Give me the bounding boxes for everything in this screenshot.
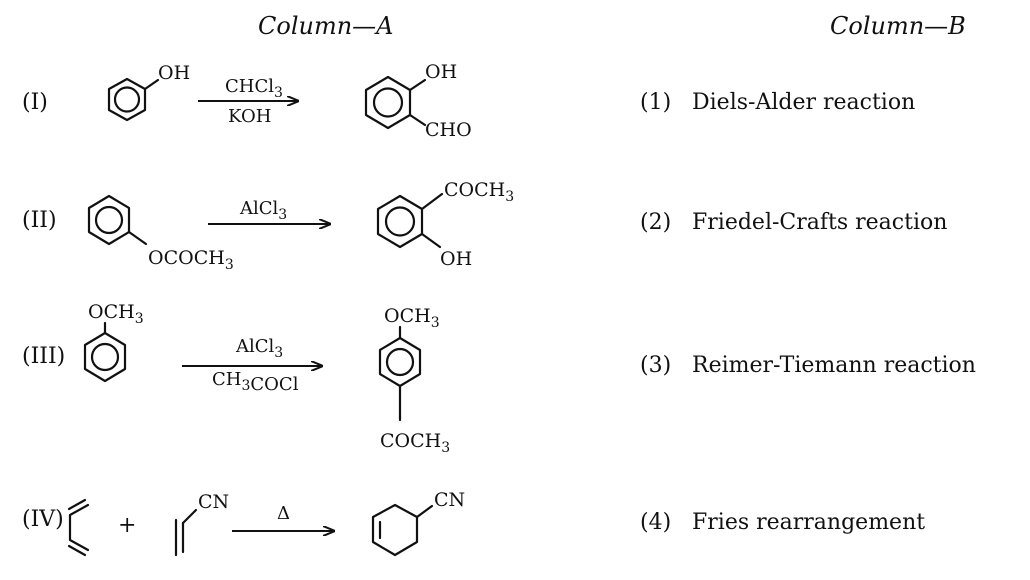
plus-sign: +: [118, 513, 136, 538]
substituent-cn: CN: [198, 491, 229, 513]
methoxyacetophenone-structure: OCH3 COCH3: [378, 305, 450, 456]
substituent-ococh3: OCOCH3: [148, 247, 234, 273]
item-number: (4): [640, 510, 671, 535]
cyclohexene-carbonitrile-structure: CN: [371, 489, 465, 557]
reaction-row-4: (IV) + CN Δ CN: [22, 489, 465, 557]
row-label: (IV): [22, 507, 64, 532]
substituent-oh: OH: [158, 62, 190, 84]
substituent-och3: OCH3: [88, 301, 144, 327]
reagent-top: AlCl3: [235, 336, 283, 361]
substituent-coch3: COCH3: [380, 430, 450, 456]
salicylaldehyde-structure: OH CHO: [364, 61, 472, 141]
item-text: Fries rearrangement: [692, 510, 925, 535]
substituent-cn: CN: [434, 489, 465, 511]
column-b-list: (1) Diels-Alder reaction (2) Friedel-Cra…: [640, 90, 976, 535]
reaction-row-2: (II) OCOCH3 AlCl3 COCH3 OH: [22, 179, 514, 273]
item-number: (3): [640, 353, 671, 378]
reaction-row-3: (III) OCH3 AlCl3 CH3COCl OCH3 COCH3: [22, 301, 450, 456]
item-number: (1): [640, 90, 671, 115]
column-b-item-3: (3) Reimer-Tiemann reaction: [640, 353, 976, 378]
phenyl-acetate-structure: OCOCH3: [87, 194, 234, 273]
column-b-item-2: (2) Friedel-Crafts reaction: [640, 210, 947, 235]
row-label: (II): [22, 208, 57, 233]
acrylonitrile-structure: CN: [174, 491, 229, 557]
reagent-bottom: KOH: [228, 106, 271, 127]
hydroxyacetophenone-structure: COCH3 OH: [376, 179, 514, 270]
reaction-row-1: (I) OH CHCl3 KOH OH CHO: [22, 61, 472, 141]
column-b-header: Column—B: [830, 12, 966, 40]
substituent-oh: OH: [425, 61, 457, 83]
item-text: Reimer-Tiemann reaction: [692, 353, 976, 378]
item-text: Friedel-Crafts reaction: [692, 210, 947, 235]
reagent-top: Δ: [277, 503, 290, 524]
reagent-top: CHCl3: [225, 76, 283, 101]
phenol-structure: OH: [107, 62, 190, 122]
butadiene-structure: [67, 498, 90, 557]
substituent-oh: OH: [440, 248, 472, 270]
anisole-structure: OCH3: [83, 301, 144, 383]
reagent-bottom: CH3COCl: [212, 369, 299, 395]
item-number: (2): [640, 210, 671, 235]
substituent-coch3: COCH3: [444, 179, 514, 205]
item-text: Diels-Alder reaction: [692, 90, 915, 115]
row-label: (I): [22, 90, 48, 115]
row-label: (III): [22, 344, 65, 369]
substituent-cho: CHO: [425, 119, 472, 141]
reagent-top: AlCl3: [239, 198, 287, 223]
column-b-item-4: (4) Fries rearrangement: [640, 510, 925, 535]
column-a-header: Column—A: [258, 12, 394, 40]
column-b-item-1: (1) Diels-Alder reaction: [640, 90, 915, 115]
substituent-och3: OCH3: [384, 305, 440, 331]
